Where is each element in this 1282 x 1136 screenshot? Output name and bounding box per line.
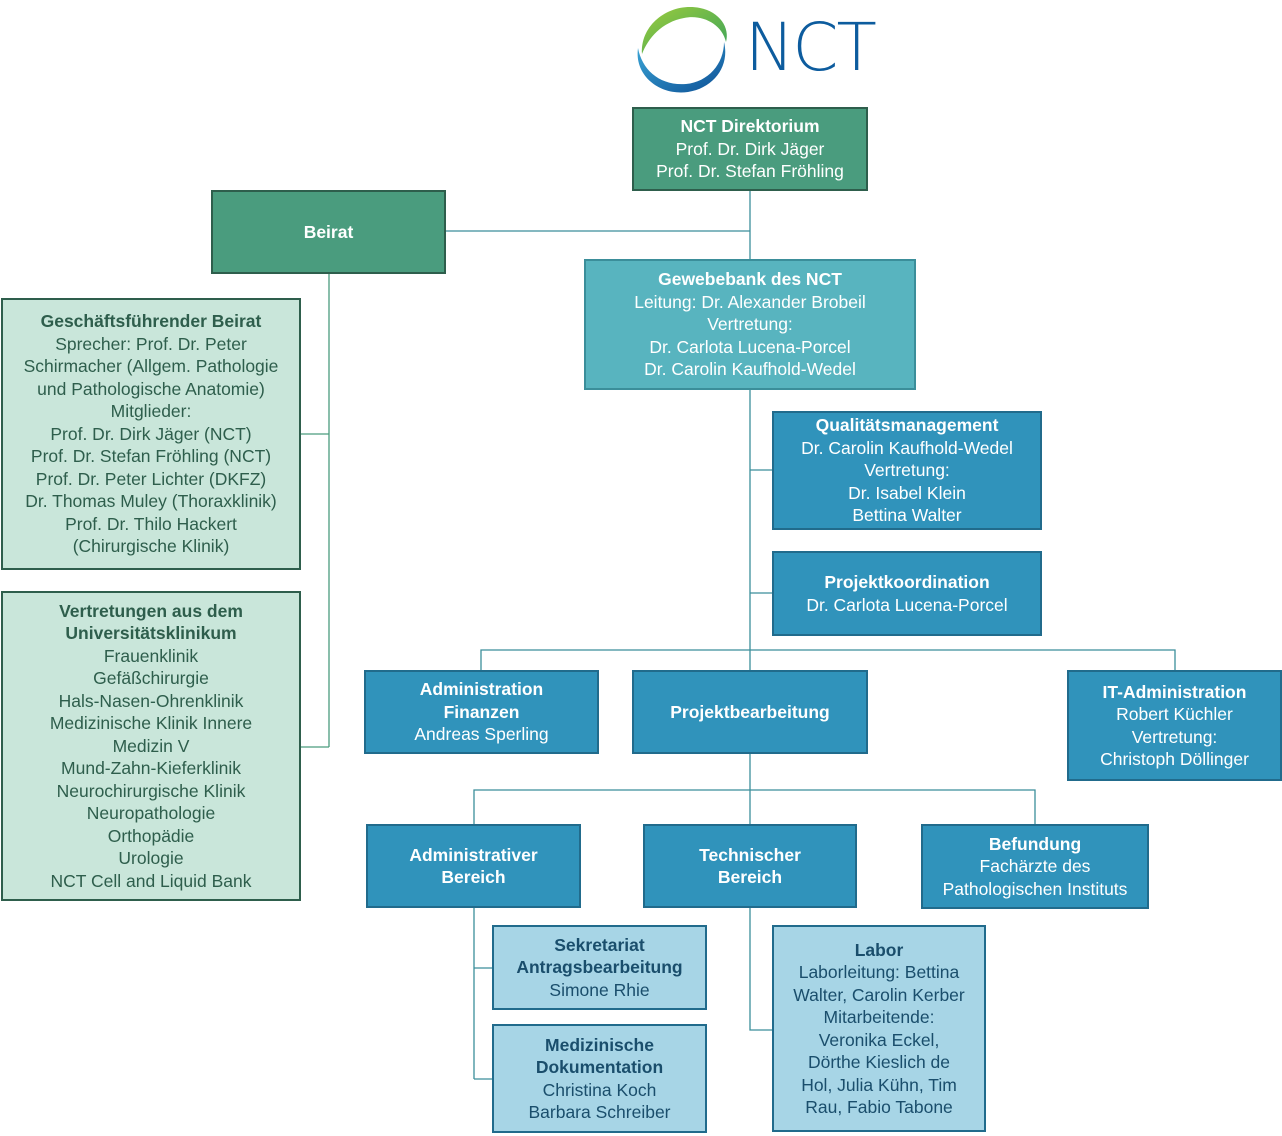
box-sekretariat-antragsbearbeitung: Sekretariat Antragsbearbeitung Simone Rh… xyxy=(492,925,707,1010)
box-line: Orthopädie xyxy=(107,825,195,846)
box-line: Medizin V xyxy=(112,735,190,756)
box-line: Dr. Carlota Lucena-Porcel xyxy=(806,594,1008,615)
box-title: Sekretariat Antragsbearbeitung xyxy=(516,934,683,978)
box-befundung: Befundung Fachärzte des Pathologischen I… xyxy=(921,824,1149,909)
box-line: Mitarbeitende: xyxy=(823,1007,935,1027)
box-line: Medizinische Klinik Innere xyxy=(49,713,253,734)
box-line: Prof. Dr. Dirk Jäger xyxy=(675,138,825,159)
box-it-administration: IT-Administration Robert Küchler Vertret… xyxy=(1067,670,1282,781)
box-title: Projektkoordination xyxy=(824,572,990,592)
box-line: Simone Rhie xyxy=(549,979,650,1000)
box-line: Mitglieder: xyxy=(110,401,192,422)
box-line: und Pathologische Anatomie) xyxy=(37,378,265,399)
nct-logo: NCT xyxy=(630,2,877,98)
box-gewebebank: Gewebebank des NCT Leitung: Dr. Alexande… xyxy=(584,259,916,390)
box-title: Vertretungen aus dem Universitätskliniku… xyxy=(59,600,243,644)
box-line: Andreas Sperling xyxy=(414,724,549,745)
box-labor: Labor Laborleitung: Bettina Walter, Caro… xyxy=(772,925,986,1132)
box-line: Neuropathologie xyxy=(86,803,216,824)
box-title: Qualitätsmanagement xyxy=(815,415,999,436)
box-title: Gewebebank des NCT xyxy=(658,269,842,290)
box-line: Bettina Walter xyxy=(852,505,962,526)
box-projektkoordination: Projektkoordination Dr. Carlota Lucena-P… xyxy=(772,551,1042,636)
box-line: Fachärzte des xyxy=(979,856,1091,877)
box-title: Administration Finanzen xyxy=(419,679,544,722)
box-title: Befundung xyxy=(988,833,1082,854)
box-line: Christoph Döllinger xyxy=(1100,749,1249,769)
box-line: Dr. Carlota Lucena-Porcel xyxy=(649,336,851,357)
box-line: Dr. Thomas Muley (Thoraxklinik) xyxy=(25,491,277,512)
box-title: Projektbearbeitung xyxy=(670,701,830,722)
box-line: Vertretung: xyxy=(1131,726,1218,747)
box-line: Schirmacher (Allgem. Pathologie xyxy=(23,356,279,377)
box-line: Barbara Schreiber xyxy=(528,1102,671,1122)
box-title: IT-Administration xyxy=(1102,681,1247,702)
box-line: Dr. Isabel Klein xyxy=(848,482,966,503)
box-line: Hals-Nasen-Ohrenklinik xyxy=(58,690,244,711)
box-line: Robert Küchler xyxy=(1116,704,1233,724)
box-line: Christina Koch xyxy=(542,1079,657,1100)
box-line: Laborleitung: Bettina xyxy=(798,962,960,982)
box-administration-finanzen: Administration Finanzen Andreas Sperling xyxy=(364,670,599,754)
box-line: Prof. Dr. Peter Lichter (DKFZ) xyxy=(35,468,267,489)
box-line: (Chirurgische Klinik) xyxy=(72,536,230,557)
box-line: Prof. Dr. Stefan Fröhling xyxy=(656,161,844,182)
box-title: Administrativer Bereich xyxy=(409,844,538,888)
box-line: Gefäßchirurgie xyxy=(93,668,209,689)
box-line: Mund-Zahn-Kieferklinik xyxy=(61,758,241,779)
box-line: Pathologischen Instituts xyxy=(942,878,1128,899)
box-technischer-bereich: Technischer Bereich xyxy=(643,824,857,908)
box-line: Vertretung: xyxy=(707,314,793,335)
box-vertretungen-universitaetsklinikum: Vertretungen aus dem Universitätskliniku… xyxy=(1,591,301,901)
box-nct-direktorium: NCT Direktorium Prof. Dr. Dirk Jäger Pro… xyxy=(632,107,868,191)
box-title: NCT Direktorium xyxy=(680,116,820,137)
box-line: Hol, Julia Kühn, Tim xyxy=(801,1074,957,1095)
box-line: Leitung: Dr. Alexander Brobeil xyxy=(634,291,866,312)
box-line: Dr. Carolin Kaufhold-Wedel xyxy=(644,359,856,380)
box-line: Prof. Dr. Dirk Jäger (NCT) xyxy=(50,423,252,444)
nct-logo-text: NCT xyxy=(745,9,877,86)
box-medizinische-dokumentation: Medizinische Dokumentation Christina Koc… xyxy=(492,1024,707,1133)
box-title: Beirat xyxy=(303,221,354,242)
box-beirat: Beirat xyxy=(211,190,446,274)
box-title: Medizinische Dokumentation xyxy=(535,1034,664,1078)
box-line: Vertretung: xyxy=(864,460,950,481)
box-line: Neurochirurgische Klinik xyxy=(56,780,246,801)
box-title: Technischer Bereich xyxy=(699,844,801,888)
box-line: Prof. Dr. Thilo Hackert xyxy=(65,513,237,534)
box-line: Rau, Fabio Tabone xyxy=(805,1097,953,1117)
box-geschaeftsfuehrender-beirat: Geschäftsführender Beirat Sprecher: Prof… xyxy=(1,298,301,570)
box-title: Geschäftsführender Beirat xyxy=(40,311,262,332)
box-projektbearbeitung: Projektbearbeitung xyxy=(632,670,868,754)
box-line: Frauenklinik xyxy=(103,645,199,666)
box-line: Urologie xyxy=(118,848,184,869)
box-title: Labor xyxy=(854,939,904,960)
box-line: Veronika Eckel, xyxy=(818,1029,940,1050)
box-line: Walter, Carolin Kerber xyxy=(793,984,965,1005)
box-line: Dr. Carolin Kaufhold-Wedel xyxy=(801,437,1013,458)
box-administrativer-bereich: Administrativer Bereich xyxy=(366,824,581,908)
box-line: NCT Cell and Liquid Bank xyxy=(50,870,252,891)
box-line: Prof. Dr. Stefan Fröhling (NCT) xyxy=(30,446,272,467)
box-qualitaetsmanagement: Qualitätsmanagement Dr. Carolin Kaufhold… xyxy=(772,411,1042,530)
box-line: Sprecher: Prof. Dr. Peter xyxy=(55,333,247,354)
nct-logo-ring-icon xyxy=(637,7,727,93)
box-line: Dörthe Kieslich de xyxy=(807,1052,951,1072)
